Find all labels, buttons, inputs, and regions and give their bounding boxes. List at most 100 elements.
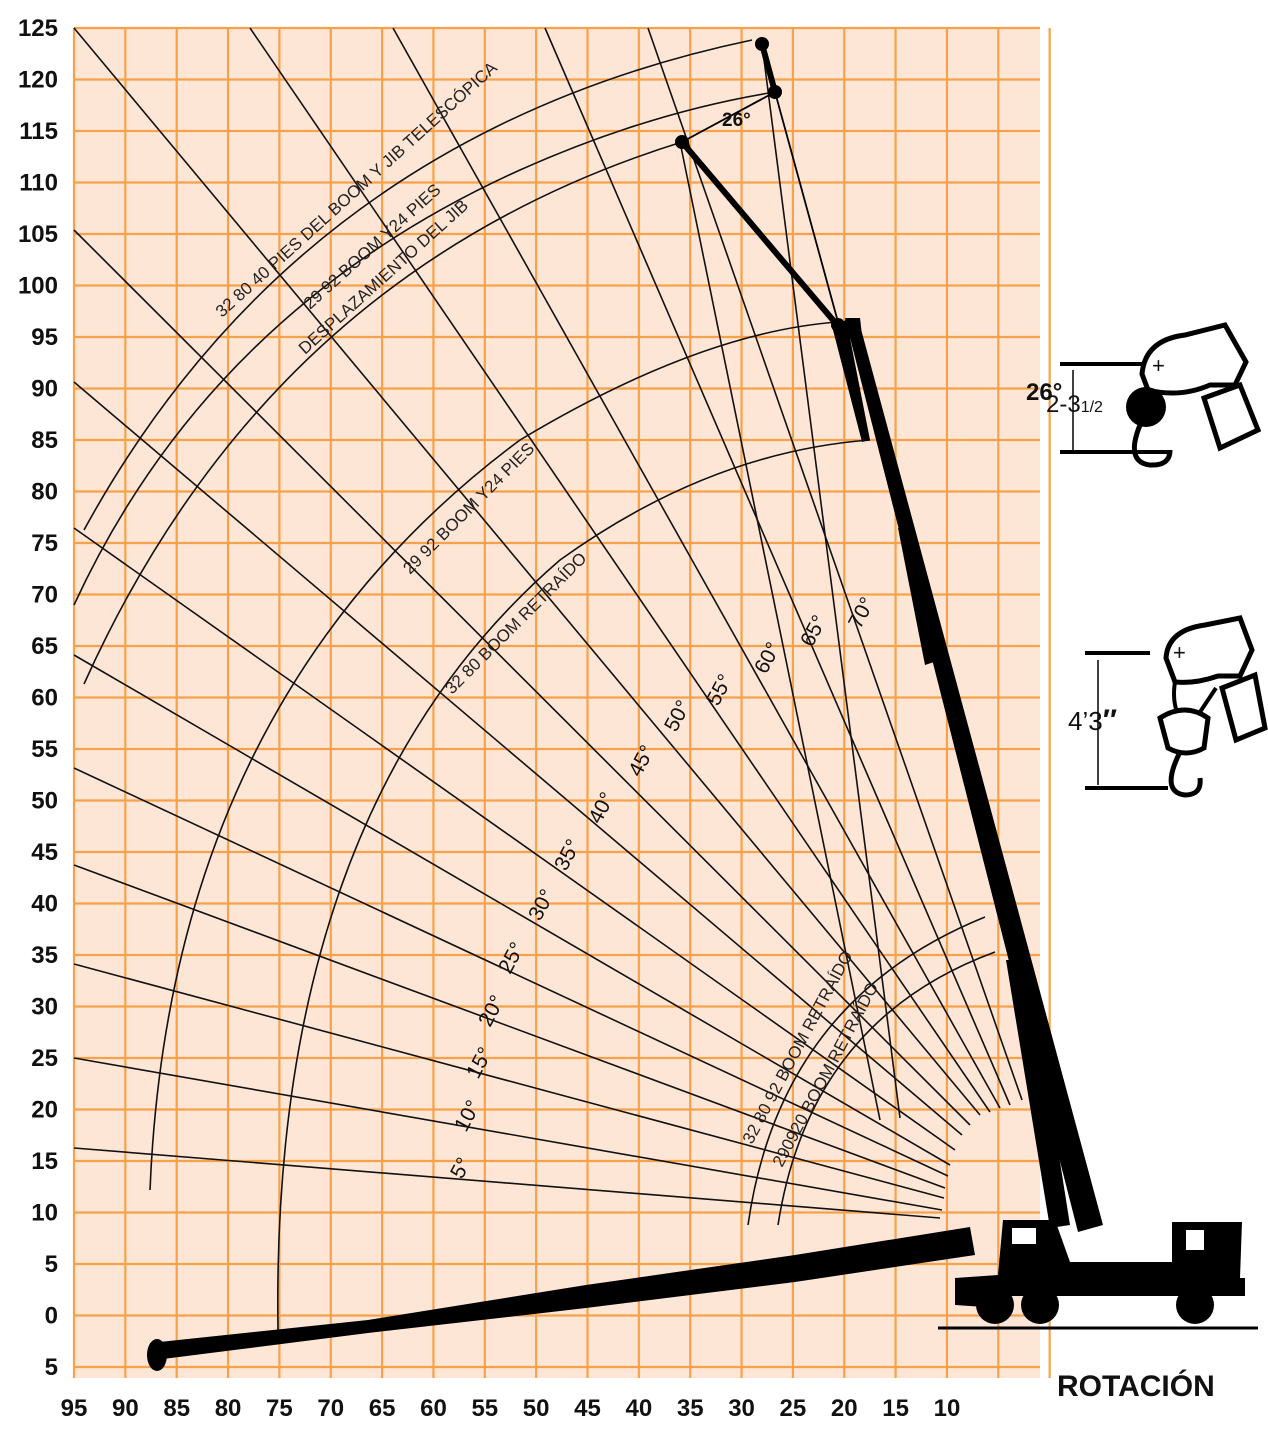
hook-inch-mark: ″ bbox=[1103, 704, 1117, 737]
x-tick-label: 40 bbox=[625, 1395, 652, 1422]
boom-angle-line bbox=[73, 1147, 941, 1219]
y-tick-label: 50 bbox=[31, 788, 58, 815]
y-tick-label: 95 bbox=[31, 324, 58, 351]
hook-diagram-block-1: + 26° 2-31/2 bbox=[1026, 322, 1262, 468]
boom-angle-line bbox=[73, 27, 981, 1116]
load-range-arc bbox=[83, 39, 753, 531]
rotation-label: ROTACIÓN bbox=[1057, 1369, 1215, 1403]
y-tick-label: 70 bbox=[31, 582, 58, 609]
chart-background bbox=[74, 28, 1040, 1378]
boom-pin-icon bbox=[831, 318, 845, 332]
boom-tip-icon bbox=[147, 1339, 167, 1371]
boom-angle-line bbox=[73, 963, 945, 1199]
boom-angle-line bbox=[544, 27, 1011, 1106]
x-tick-label: 15 bbox=[882, 1395, 909, 1422]
load-range-arc bbox=[276, 439, 871, 1331]
x-tick-label: 35 bbox=[677, 1395, 704, 1422]
boom-angle-line bbox=[249, 27, 991, 1113]
boom-section bbox=[898, 528, 940, 665]
x-tick-label: 90 bbox=[112, 1395, 139, 1422]
offset-jib bbox=[679, 140, 841, 328]
y-tick-label: 125 bbox=[18, 15, 58, 42]
svg-text:+: + bbox=[1152, 353, 1165, 378]
hook-diagram-block-2: + 4’3″ bbox=[1068, 615, 1268, 798]
x-tick-label: 25 bbox=[780, 1395, 807, 1422]
y-tick-label: 25 bbox=[31, 1045, 58, 1072]
y-tick-label: 45 bbox=[31, 839, 58, 866]
boom-angle-line bbox=[73, 1057, 943, 1211]
hook-ball-icon bbox=[1126, 387, 1166, 427]
y-tick-label: 10 bbox=[31, 1200, 58, 1227]
boom-angle-line bbox=[73, 527, 956, 1151]
y-tick-label: 115 bbox=[19, 118, 58, 145]
jib-stay-line bbox=[774, 91, 839, 323]
jib-offset-label: 26° bbox=[722, 110, 751, 131]
wheel-icon bbox=[1021, 1286, 1059, 1324]
load-range-arc bbox=[747, 916, 986, 1226]
y-tick-label: 105 bbox=[18, 221, 58, 248]
boom-angle-line bbox=[73, 767, 949, 1177]
x-tick-label: 95 bbox=[61, 1395, 88, 1422]
wheel-icon bbox=[976, 1286, 1014, 1324]
hook-dimension-label-2: 4’3 bbox=[1068, 706, 1103, 736]
jib-mount bbox=[833, 318, 870, 442]
boom-section bbox=[954, 742, 1030, 962]
y-tick-label: 55 bbox=[31, 736, 58, 763]
svg-text:2-31/2: 2-31/2 bbox=[1046, 391, 1103, 418]
x-tick-label: 20 bbox=[831, 1395, 858, 1422]
cab-window-icon bbox=[1012, 1228, 1036, 1244]
y-tick-label: 60 bbox=[31, 685, 58, 712]
y-tick-label: 100 bbox=[18, 273, 58, 300]
boom-angle-line bbox=[73, 864, 946, 1189]
x-tick-label: 50 bbox=[523, 1395, 550, 1422]
x-tick-label: 60 bbox=[420, 1395, 447, 1422]
boom-pin-icon bbox=[755, 37, 769, 51]
x-tick-label: 45 bbox=[574, 1395, 601, 1422]
carrier-cab-icon bbox=[1172, 1222, 1242, 1278]
y-tick-label: 80 bbox=[31, 479, 58, 506]
x-tick-label: 30 bbox=[728, 1395, 755, 1422]
y-tick-label: 5 bbox=[45, 1354, 58, 1381]
hook-angle-label: 26° bbox=[1026, 379, 1062, 406]
telescopic-jib bbox=[759, 43, 778, 93]
load-range-arc bbox=[73, 91, 776, 606]
boom-angle-line bbox=[761, 43, 901, 1119]
boom-angle-line bbox=[73, 381, 963, 1136]
boom-angle-line bbox=[679, 141, 881, 1121]
load-range-arc bbox=[83, 141, 683, 685]
y-tick-label: 30 bbox=[31, 994, 58, 1021]
boom-angle-line bbox=[647, 27, 1023, 1101]
load-range-arc bbox=[149, 321, 839, 1191]
jib-stay-line bbox=[681, 91, 776, 143]
x-tick-label: 10 bbox=[934, 1395, 961, 1422]
boom-pin-icon bbox=[675, 135, 689, 149]
hook-fraction-label: 1/2 bbox=[1081, 399, 1103, 416]
y-tick-label: 15 bbox=[31, 1148, 58, 1175]
y-tick-label: 65 bbox=[31, 633, 58, 660]
x-tick-label: 85 bbox=[163, 1395, 190, 1422]
boom-pin-icon bbox=[768, 85, 782, 99]
y-tick-label: 40 bbox=[31, 891, 58, 918]
y-tick-label: 75 bbox=[31, 530, 58, 557]
y-tick-label: 35 bbox=[31, 942, 58, 969]
y-tick-label: 90 bbox=[31, 376, 58, 403]
y-tick-label: 120 bbox=[18, 67, 58, 94]
x-tick-label: 80 bbox=[215, 1395, 242, 1422]
x-tick-label: 55 bbox=[471, 1395, 498, 1422]
y-tick-label: 20 bbox=[31, 1097, 58, 1124]
x-tick-label: 70 bbox=[317, 1395, 344, 1422]
retracted-boom bbox=[150, 1227, 975, 1360]
y-tick-label: 0 bbox=[45, 1303, 58, 1330]
boom-angle-line bbox=[73, 654, 951, 1166]
x-tick-label: 75 bbox=[266, 1395, 293, 1422]
load-range-arc bbox=[777, 951, 996, 1226]
y-tick-label: 5 bbox=[45, 1251, 58, 1278]
wheel-icon bbox=[1176, 1286, 1214, 1324]
svg-text:+: + bbox=[1173, 640, 1186, 665]
svg-text:4’3″: 4’3″ bbox=[1068, 704, 1117, 737]
cab-window-icon bbox=[1186, 1230, 1204, 1250]
y-tick-label: 110 bbox=[19, 170, 58, 197]
x-tick-label: 65 bbox=[369, 1395, 396, 1422]
boom-section bbox=[1006, 960, 1070, 1228]
